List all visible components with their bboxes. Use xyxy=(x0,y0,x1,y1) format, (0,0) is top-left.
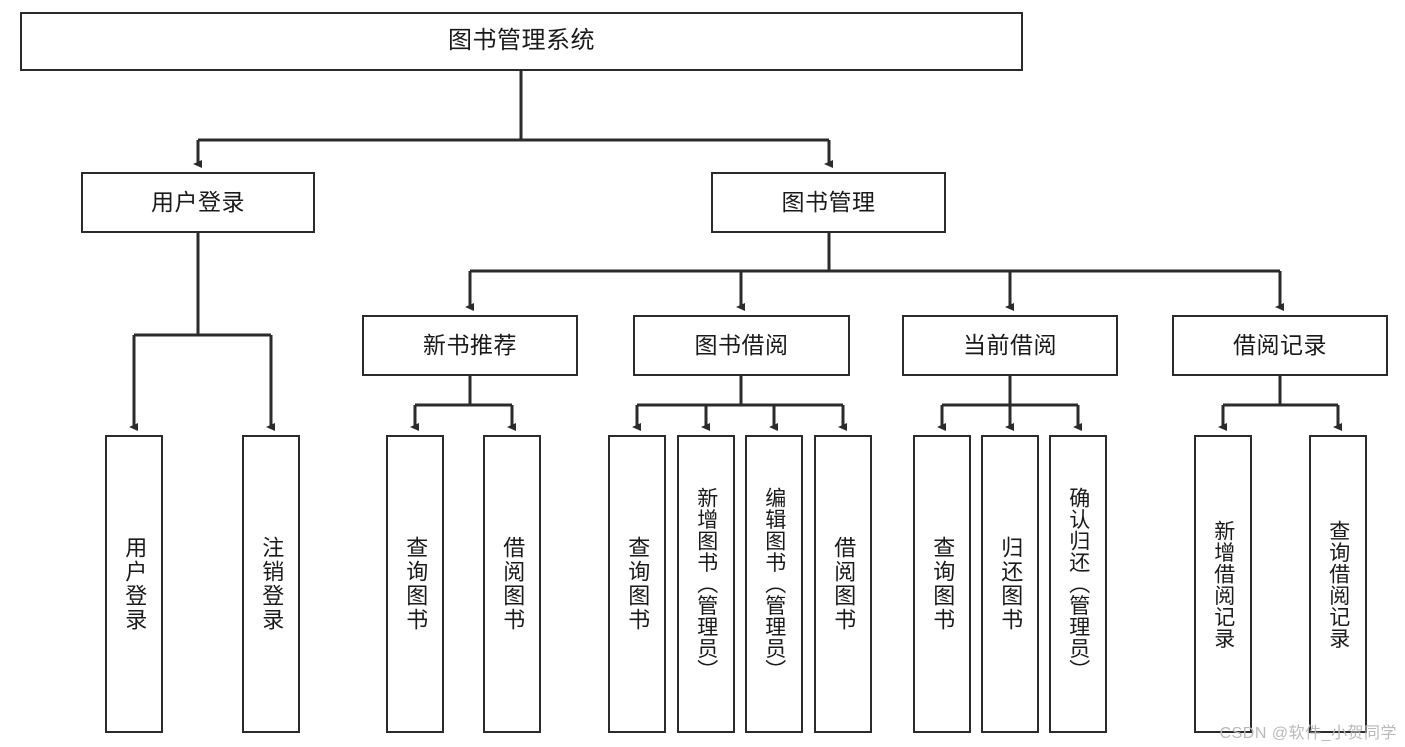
node-label: 注销登录 xyxy=(259,536,285,632)
node-leaf-confirm-return-admin[interactable]: 确认归还（管理员） xyxy=(1049,435,1107,733)
node-leaf-user-login[interactable]: 用户登录 xyxy=(105,435,163,733)
node-label: 新增借阅记录 xyxy=(1211,519,1235,649)
node-label: 新书推荐 xyxy=(423,331,517,358)
node-label: 图书管理系统 xyxy=(448,27,595,55)
node-label: 新增图书（管理员） xyxy=(694,487,718,681)
node-new-book-recommendation[interactable]: 新书推荐 xyxy=(362,315,578,376)
node-label: 当前借阅 xyxy=(963,331,1057,358)
node-book-management[interactable]: 图书管理 xyxy=(711,172,946,233)
node-label: 编辑图书（管理员） xyxy=(762,487,786,681)
node-label: 图书管理 xyxy=(781,188,876,215)
node-label: 用户登录 xyxy=(151,188,245,215)
node-leaf-add-borrow-record[interactable]: 新增借阅记录 xyxy=(1194,435,1252,733)
node-book-borrow[interactable]: 图书借阅 xyxy=(633,315,850,376)
node-leaf-logout[interactable]: 注销登录 xyxy=(242,435,300,733)
node-label: 查询图书 xyxy=(930,536,956,632)
node-leaf-query-book-current[interactable]: 查询图书 xyxy=(913,435,971,733)
node-root-book-management-system[interactable]: 图书管理系统 xyxy=(20,12,1023,71)
node-label: 确认归还（管理员） xyxy=(1066,487,1090,681)
node-leaf-query-book-borrow[interactable]: 查询图书 xyxy=(608,435,666,733)
node-label: 借阅图书 xyxy=(831,536,857,632)
node-label: 查询借阅记录 xyxy=(1326,519,1350,649)
csdn-watermark: CSDN @软件_小贺同学 xyxy=(1219,725,1397,742)
node-leaf-edit-book-admin[interactable]: 编辑图书（管理员） xyxy=(745,435,803,733)
node-leaf-return-book[interactable]: 归还图书 xyxy=(981,435,1039,733)
node-leaf-add-book-admin[interactable]: 新增图书（管理员） xyxy=(677,435,735,733)
node-leaf-borrow-book[interactable]: 借阅图书 xyxy=(814,435,872,733)
node-label: 查询图书 xyxy=(403,536,429,632)
node-leaf-query-borrow-record[interactable]: 查询借阅记录 xyxy=(1309,435,1367,733)
node-label: 借阅图书 xyxy=(500,536,526,632)
node-borrow-record[interactable]: 借阅记录 xyxy=(1172,315,1388,376)
node-label: 用户登录 xyxy=(122,536,148,632)
node-label: 查询图书 xyxy=(625,536,651,632)
node-leaf-borrow-book-recommend[interactable]: 借阅图书 xyxy=(483,435,541,733)
node-label: 借阅记录 xyxy=(1233,331,1327,358)
node-current-borrow[interactable]: 当前借阅 xyxy=(902,315,1118,376)
node-label: 图书借阅 xyxy=(694,331,789,358)
node-leaf-query-book-recommend[interactable]: 查询图书 xyxy=(386,435,444,733)
node-label: 归还图书 xyxy=(998,536,1024,632)
node-user-login[interactable]: 用户登录 xyxy=(81,172,315,233)
